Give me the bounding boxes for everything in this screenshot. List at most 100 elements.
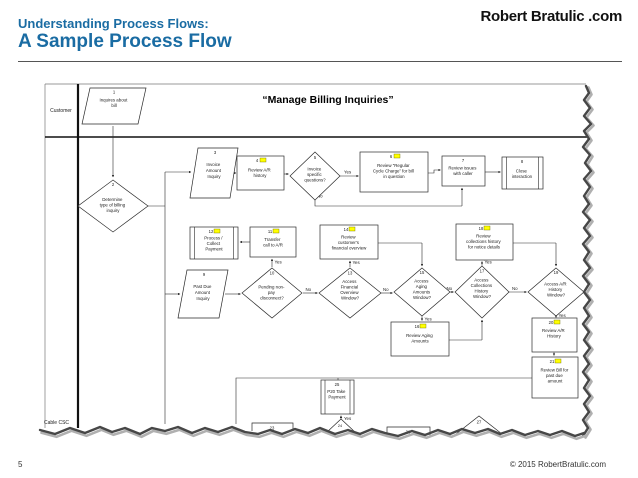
header-rule [18, 61, 622, 62]
svg-text:Determine type of billin: Determine type of billing inquiry [100, 197, 127, 213]
svg-text:Access Financial O: Access Financial Overview Window? [340, 279, 360, 301]
node-number: 25 [335, 382, 340, 387]
svg-text:Review Aging Amounts: Review Aging Amounts [406, 333, 434, 344]
svg-text:P20 Take Payment: P20 Take Payment [327, 389, 346, 400]
subprocess-shape [501, 156, 544, 190]
label-no-15: No [447, 286, 453, 291]
svg-text:Access A/R History: Access A/R History Window? [544, 282, 568, 298]
label-yes-17: Yes [485, 260, 493, 265]
label-no-10: No [306, 287, 312, 292]
node-number: 1 [113, 90, 116, 95]
label-no-5: No [317, 194, 323, 199]
node-number: 24 [338, 424, 342, 428]
node-20-review-ar-history: 20 Review A/R History [531, 317, 578, 353]
decision-shape [318, 267, 382, 319]
diagram-title: “Manage Billing Inquiries” [262, 94, 393, 106]
lane-label-customer: Customer [50, 108, 72, 114]
task-shape-partial [251, 422, 294, 431]
node-number: 27 [477, 420, 482, 425]
task-shape [441, 155, 486, 187]
copyright-text: © 2015 RobertBratulic.com [509, 460, 606, 469]
subprocess-shape [320, 379, 355, 415]
node-25-p20-take-payment: 25 P20 Take Payment [320, 379, 355, 415]
decision-shape [393, 267, 451, 317]
node-number: 2 [112, 182, 115, 187]
node-number: 17 [480, 269, 485, 274]
node-number: 7 [462, 158, 465, 163]
label-yes-10: Yes [275, 260, 283, 265]
subprocess-bars [324, 380, 351, 414]
right-tear-edge [581, 84, 593, 438]
task-shape [359, 151, 429, 193]
subprocess-bars [506, 157, 539, 189]
node-number: 13 [348, 271, 353, 276]
connectors [111, 126, 558, 424]
svg-text:Review customer's: Review customer's financial overview [332, 235, 367, 251]
brand-logo: Robert Bratulic .com [480, 8, 622, 25]
torn-paper-edges [38, 84, 595, 441]
lane-label-cable-csc: Cable CSC [44, 420, 69, 426]
svg-text:Invoice Amount Inq: Invoice Amount Inquiry [206, 162, 222, 179]
svg-text:Review Bill for past due: Review Bill for past due amount [540, 368, 569, 384]
document-icon [348, 226, 356, 232]
svg-text:Review A/R history: Review A/R history [248, 168, 272, 179]
decision-shape [77, 179, 149, 233]
node-number: 11 [268, 229, 273, 234]
node-5-invoice-specific-questions: 5 Invoice specific questions? [289, 151, 341, 201]
node-8-close-interaction: 8 Close interaction [501, 156, 544, 190]
label-yes-5: Yes [344, 170, 352, 175]
node-number: 12 [209, 229, 214, 234]
subprocess-bars [194, 227, 234, 259]
node-number: 18 [479, 226, 484, 231]
node-number: 14 [344, 227, 349, 232]
node-13-access-financial-overview-window: 13 Access Financial Overview Window? [318, 267, 382, 319]
document-icon [259, 157, 267, 163]
node-14-review-customers-financial-overview: 14 Review customer's financial overview [319, 224, 379, 260]
document-icon [483, 225, 491, 231]
slide-title: A Sample Process Flow [18, 31, 232, 52]
node-4-review-ar-history: 4 Review A/R history [236, 155, 285, 191]
swimlane-frame: Customer Cable CSC [44, 83, 588, 428]
node-number: 9 [203, 272, 206, 277]
io-shape [177, 269, 229, 319]
decision-shape [527, 267, 585, 317]
label-no-17: No [512, 286, 518, 291]
task-shape [531, 356, 579, 399]
label-yes-13: Yes [353, 260, 361, 265]
edge-6-7 [428, 168, 441, 174]
svg-text:Pending non- pay d: Pending non- pay disconnect? [258, 285, 285, 301]
node-number: 15 [420, 270, 425, 275]
node-number: 20 [549, 320, 554, 325]
svg-text:Transfer call to A/R: Transfer call to A/R [263, 237, 283, 248]
edge-21-return [235, 377, 532, 424]
svg-text:Process / Collect: Process / Collect Payment [204, 236, 224, 252]
svg-text:Close interaction: Close interaction [512, 169, 533, 180]
node-number: 4 [256, 158, 259, 163]
node-number: 23 [270, 426, 275, 431]
document-icon [554, 358, 562, 364]
node-number: 21 [550, 359, 555, 364]
bottom-tear-shadow [40, 428, 587, 441]
node-18-review-collections-history: 18 Review collections history for notice… [455, 223, 514, 261]
svg-text:Past Due Amount In: Past Due Amount Inquiry [193, 284, 212, 301]
node-number: 3 [214, 150, 217, 155]
page-number: 5 [18, 460, 23, 469]
node-number: 8 [521, 159, 524, 164]
node-19-access-ar-history-window: 19 Access A/R History Window? [527, 267, 585, 317]
node-6-review-regular-cycle-charge: 6 Review “Regular Cycle Charge” for bill… [359, 151, 429, 193]
slide-kicker: Understanding Process Flows: [18, 16, 209, 31]
node-17-access-collections-history-window: 17 Access Collections History Window? [454, 265, 510, 319]
edge-5-no [314, 200, 462, 207]
io-shape [81, 87, 147, 125]
decision-shape [289, 151, 341, 201]
bottom-tear-edge [38, 425, 586, 438]
node-number: 6 [390, 154, 393, 159]
svg-text:Review collections histo: Review collections history for notice de… [466, 234, 502, 250]
node-11-transfer-call-to-ar: 11 Transfer call to A/R [249, 226, 297, 258]
label-yes-15: Yes [425, 317, 433, 322]
decision-shape [241, 267, 303, 319]
io-shape [189, 147, 239, 199]
document-icon [553, 319, 561, 325]
edge-bus-vertical [148, 172, 166, 424]
node-16-review-aging-amounts: 16 Review Aging Amounts [390, 321, 450, 357]
